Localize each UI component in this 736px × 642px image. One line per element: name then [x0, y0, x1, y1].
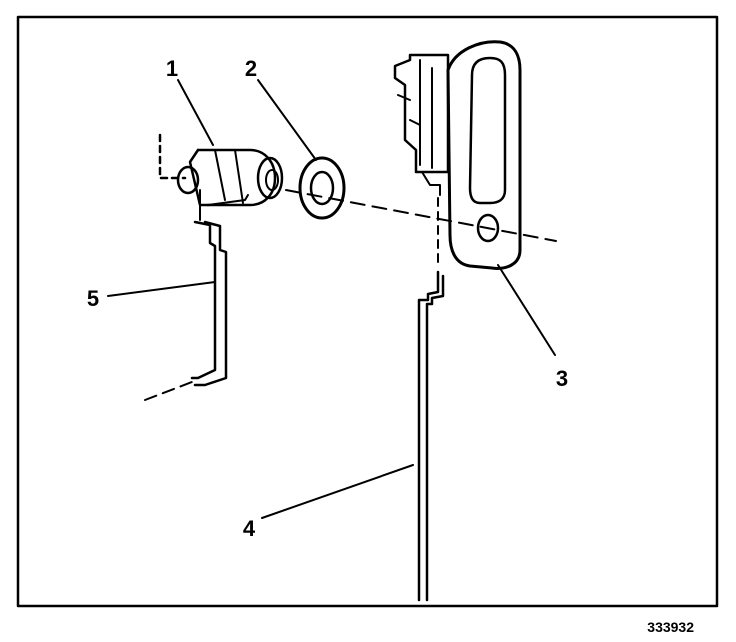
leader-1 — [177, 79, 214, 146]
assembly-centerline — [285, 189, 557, 242]
leader-5 — [107, 281, 216, 297]
callout-5: 5 — [87, 286, 99, 311]
leader-3 — [497, 264, 556, 356]
callout-2: 2 — [245, 56, 257, 81]
leader-2 — [257, 79, 317, 161]
cylinder-rod — [144, 189, 228, 401]
gasket — [298, 156, 346, 220]
callout-4: 4 — [243, 516, 256, 541]
diagram-border — [16, 15, 719, 608]
callout-1: 1 — [166, 56, 178, 81]
figure-id: 333932 — [647, 619, 694, 635]
handle-rod — [417, 197, 445, 602]
callout-3: 3 — [556, 366, 568, 391]
lock-cylinder — [158, 133, 284, 207]
outside-door-handle — [393, 40, 522, 270]
leader-4 — [261, 464, 414, 519]
